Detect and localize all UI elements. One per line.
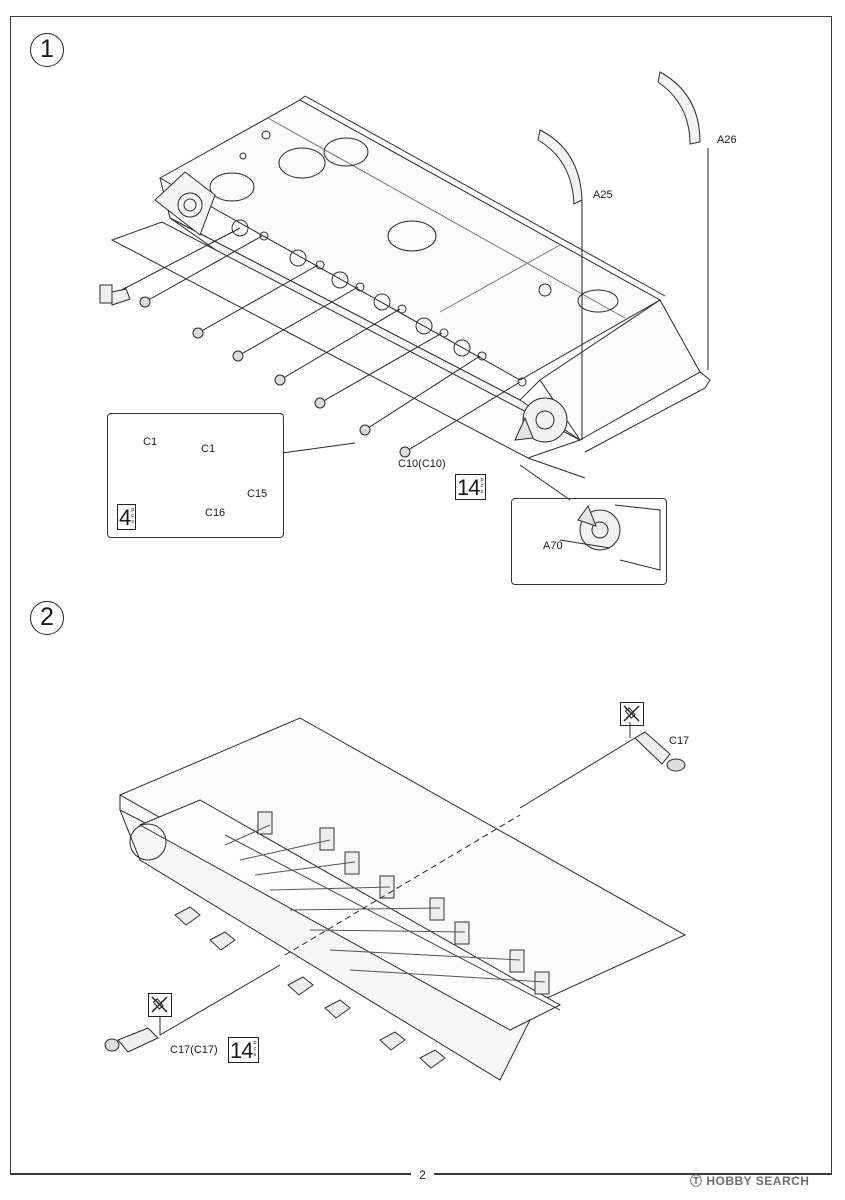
quantity-count: 14	[230, 1038, 254, 1063]
step-number-1: 1	[30, 33, 64, 67]
page-number: 2	[0, 1168, 845, 1182]
part-label-a26: A26	[717, 134, 737, 146]
part-label-c1-left: C1	[143, 436, 158, 448]
part-label-a25: A25	[593, 189, 613, 201]
step-number-2: 2	[30, 601, 64, 635]
part-label-c1-right: C1	[201, 443, 216, 455]
part-label-c17-right: C17	[669, 735, 690, 747]
part-label-c16: C16	[205, 507, 226, 519]
part-label-a70: A70	[543, 540, 563, 552]
part-label-c17-left: C17(C17)	[170, 1044, 218, 1056]
watermark-logo: Ⓣ HOBBY SEARCH	[690, 1174, 810, 1188]
quantity-count: 4	[119, 505, 131, 530]
no-cement-icon	[148, 993, 172, 1017]
part-label-c10: C10(C10)	[398, 458, 446, 470]
part-label-c15: C15	[247, 488, 268, 500]
inset-suspension-subassembly	[107, 413, 284, 538]
quantity-count: 14	[457, 475, 481, 500]
no-cement-icon	[620, 702, 644, 726]
inset-idler-mount	[511, 498, 667, 585]
